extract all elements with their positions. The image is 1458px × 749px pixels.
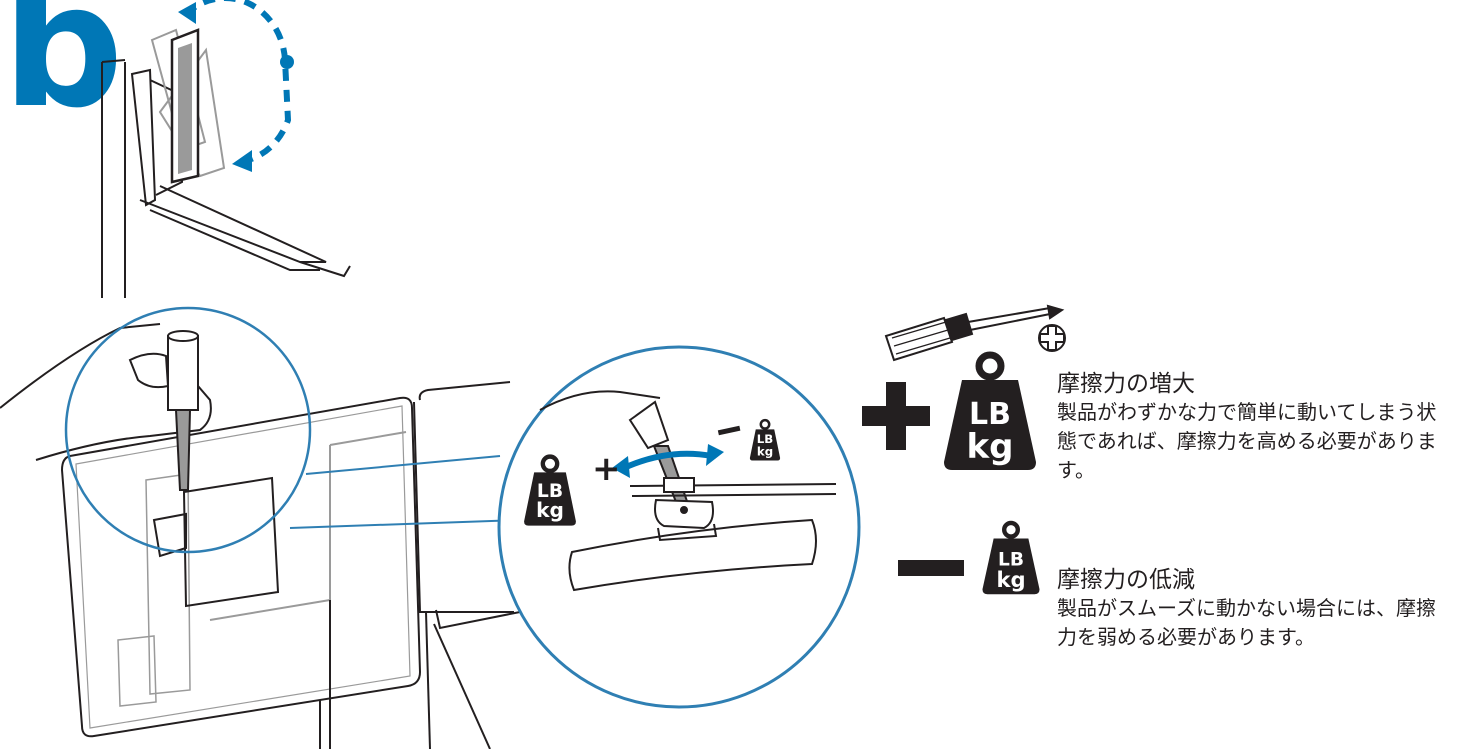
weight-icon-small-plus: LB kg <box>524 457 576 526</box>
increase-friction-body: 製品がわずかな力で簡単に動いてしまう状態であれば、摩擦力を高める必要があります。 <box>1057 400 1437 482</box>
plus-small-icon: + <box>592 449 621 489</box>
svg-text:kg: kg <box>757 444 773 458</box>
zoom-connector-bottom <box>289 519 521 529</box>
phillips-head-icon <box>1038 324 1066 352</box>
decrease-friction-title: 摩擦力の低減 <box>1057 567 1195 593</box>
svg-text:LB: LB <box>537 481 563 502</box>
minus-icon <box>898 560 964 576</box>
svg-text:LB: LB <box>969 397 1011 432</box>
svg-text:kg: kg <box>996 567 1025 592</box>
weight-icon-small-minus: LB kg <box>748 418 782 462</box>
svg-text:kg: kg <box>967 427 1014 467</box>
minus-small-icon <box>717 425 741 436</box>
side-view-diagram <box>101 28 351 298</box>
rotation-arrow-icon <box>178 0 294 172</box>
step-letter: b <box>2 0 124 146</box>
svg-text:LB: LB <box>757 432 773 446</box>
increase-friction-title: 摩擦力の増大 <box>1057 371 1195 397</box>
weight-icon-medium: LB kg <box>982 520 1040 595</box>
svg-text:kg: kg <box>536 498 564 522</box>
zoom-connector-top <box>305 455 501 475</box>
zoom-detail: LB kg + LB kg <box>497 345 861 709</box>
decrease-friction-body: 製品がスムーズに動かない場合には、摩擦力を弱める必要があります。 <box>1057 596 1436 649</box>
zoom-circle-small <box>64 306 312 554</box>
plus-icon <box>862 382 930 450</box>
monitor-back-view <box>60 381 521 749</box>
decrease-friction-info: 摩擦力の低減 製品がスムーズに動かない場合には、摩擦力を弱める必要があります。 <box>1057 566 1437 652</box>
hand-screwdriver-left <box>0 323 212 491</box>
increase-friction-info: 摩擦力の増大 製品がわずかな力で簡単に動いてしまう状態であれば、摩擦力を高める必… <box>1057 370 1437 485</box>
screwdriver-icon <box>884 304 1065 362</box>
svg-text:LB: LB <box>998 550 1024 571</box>
weight-icon-large: LB kg <box>944 351 1036 470</box>
